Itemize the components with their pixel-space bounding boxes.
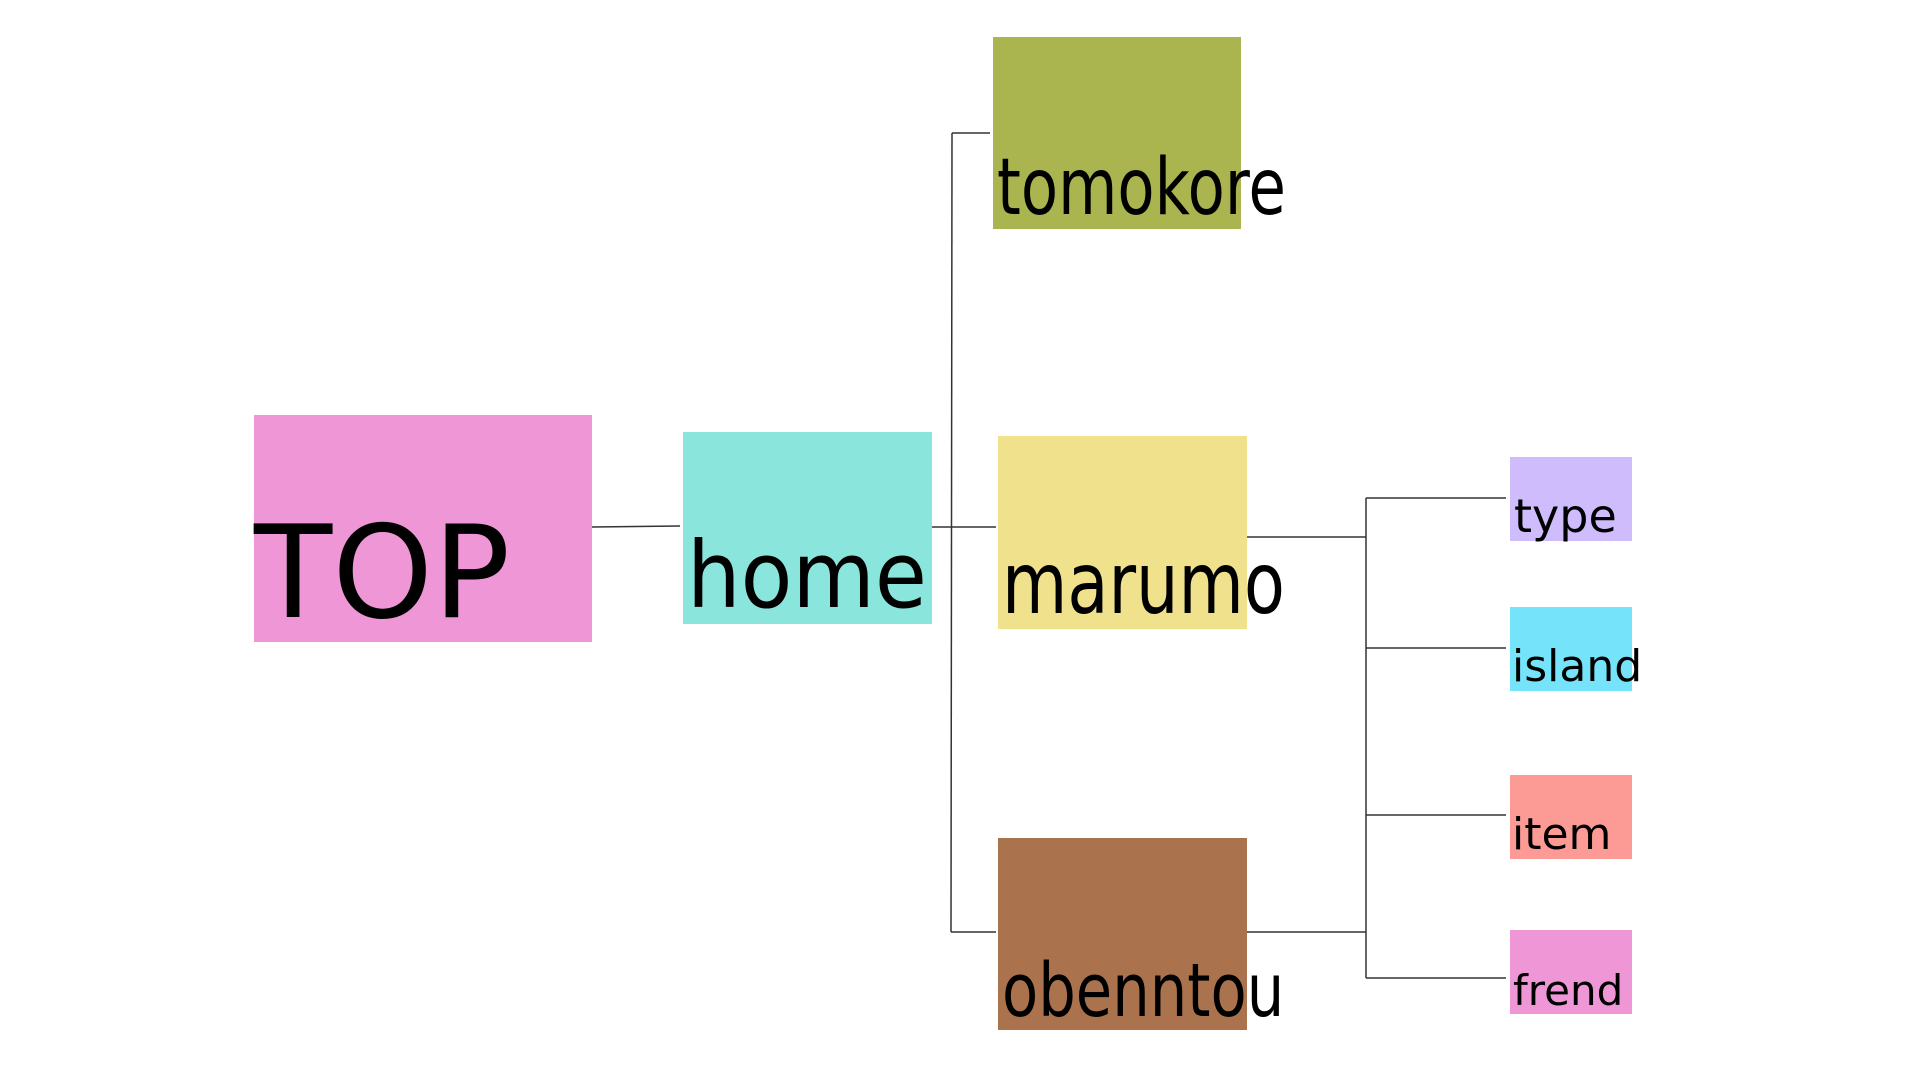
node-obenntou-label: obenntou bbox=[1002, 948, 1285, 1034]
node-item: item bbox=[1510, 775, 1632, 859]
node-tomokore: tomokore bbox=[993, 37, 1286, 229]
node-tomokore-label: tomokore bbox=[997, 143, 1286, 233]
node-island: island bbox=[1510, 607, 1642, 691]
node-marumo-label: marumo bbox=[1002, 534, 1285, 634]
node-frend-label: frend bbox=[1513, 966, 1624, 1015]
node-top: TOP bbox=[254, 415, 592, 642]
edge-top-home bbox=[591, 525, 681, 528]
bus-home-vertical bbox=[950, 132, 953, 933]
node-home-label: home bbox=[687, 522, 927, 629]
node-obenntou: obenntou bbox=[998, 838, 1284, 1030]
node-type: type bbox=[1510, 457, 1632, 541]
node-type-label: type bbox=[1514, 489, 1617, 543]
node-home: home bbox=[683, 432, 932, 624]
node-top-label: TOP bbox=[254, 499, 511, 648]
node-island-label: island bbox=[1512, 641, 1643, 692]
node-item-label: item bbox=[1512, 809, 1612, 860]
node-marumo: marumo bbox=[998, 436, 1285, 629]
node-frend: frend bbox=[1510, 930, 1632, 1014]
